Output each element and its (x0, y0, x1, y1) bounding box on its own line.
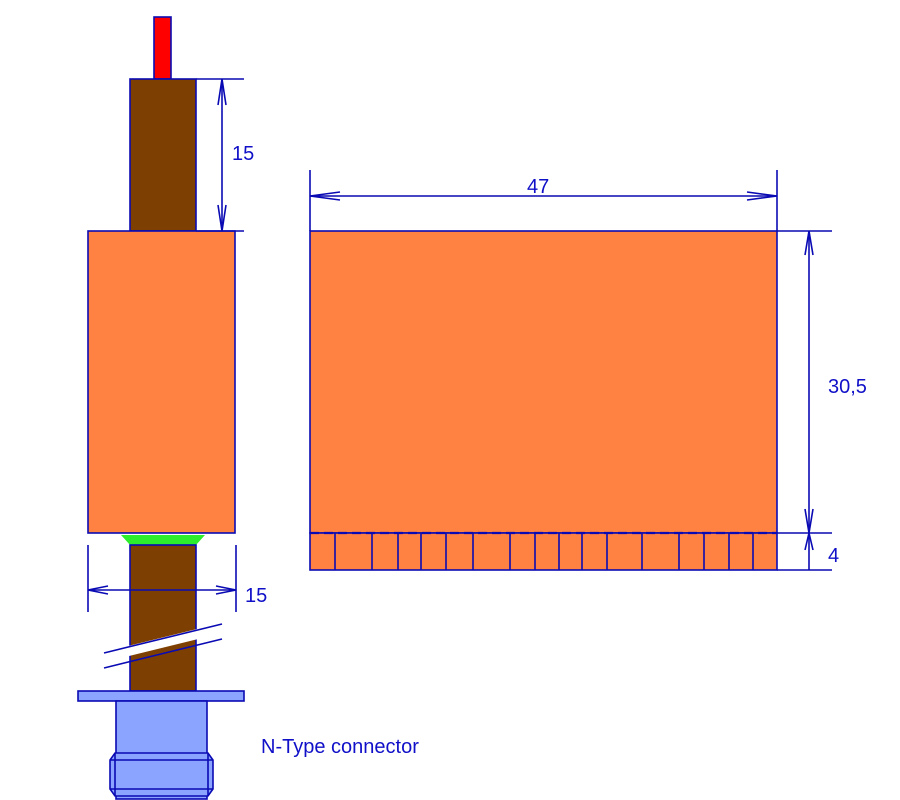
connector-label: N-Type connector (261, 736, 419, 758)
dim-block-height-value: 30,5 (828, 376, 867, 398)
main-body (87, 230, 236, 534)
dim-shaft-width-value: 15 (245, 585, 267, 607)
break-mark (102, 623, 224, 669)
upper-shaft (129, 78, 197, 232)
dim-slot-height-value: 4 (828, 545, 839, 567)
red-tip (153, 16, 172, 80)
slots (334, 533, 754, 570)
connector-nut (109, 752, 214, 797)
slotted-strip (309, 532, 778, 571)
block-main (309, 230, 778, 534)
dim-block-height: 30,5 4 (777, 230, 867, 571)
dim-shaft-width: 15 (87, 545, 267, 612)
dim-shaft-top-length: 15 (196, 78, 254, 232)
front-view: 47 30,5 4 (309, 170, 867, 571)
dim-shaft-top-length-value: 15 (232, 143, 254, 165)
connector-flange (77, 690, 245, 702)
dim-block-width: 47 (309, 170, 778, 231)
lower-shaft (129, 544, 197, 692)
green-ring (121, 535, 205, 545)
side-view: 15 15 N-Type connector (77, 16, 419, 800)
dim-block-width-value: 47 (527, 176, 549, 198)
